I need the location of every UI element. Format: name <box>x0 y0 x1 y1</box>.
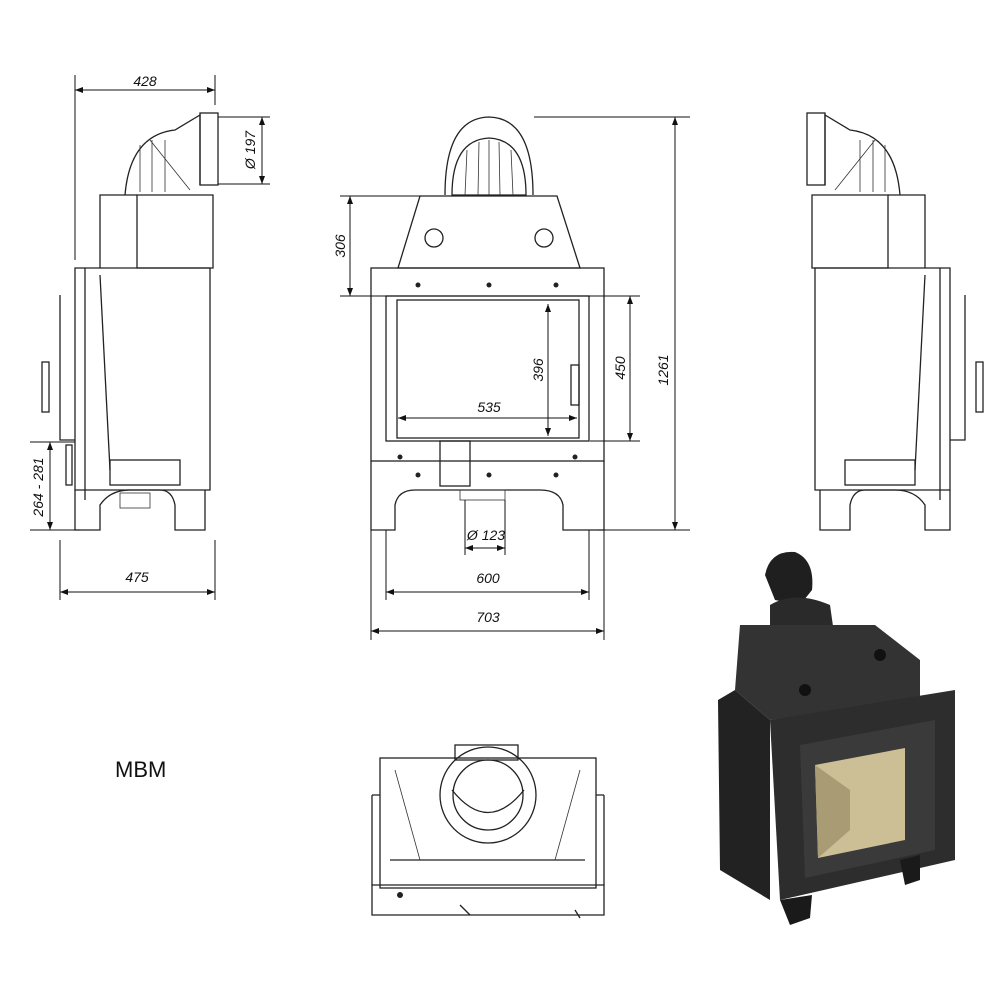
dim-total-height: 1261 <box>655 354 671 385</box>
fireplace-render <box>718 551 955 925</box>
dim-inner-width: 600 <box>476 570 500 586</box>
dim-hood-height: 306 <box>332 234 348 258</box>
dim-glass-height: 396 <box>530 358 546 382</box>
dim-side-depth-base: 475 <box>125 569 149 585</box>
dim-air-inlet-height: 264 - 281 <box>30 457 46 517</box>
top-view <box>371 744 605 919</box>
side-view-left: 428 Ø 197 264 - 281 475 <box>30 73 270 600</box>
front-view: 306 1261 450 396 535 Ø 123 600 703 <box>332 116 690 640</box>
dim-side-depth-top: 428 <box>133 73 157 89</box>
dim-glass-width: 535 <box>477 399 501 415</box>
dim-total-width: 703 <box>476 609 500 625</box>
dim-door-height: 450 <box>612 356 628 380</box>
model-name: MBM <box>115 757 167 782</box>
dim-air-inlet-diameter: Ø 123 <box>466 527 505 543</box>
dim-flue-diameter: Ø 197 <box>242 130 258 170</box>
side-view-right <box>806 112 984 531</box>
